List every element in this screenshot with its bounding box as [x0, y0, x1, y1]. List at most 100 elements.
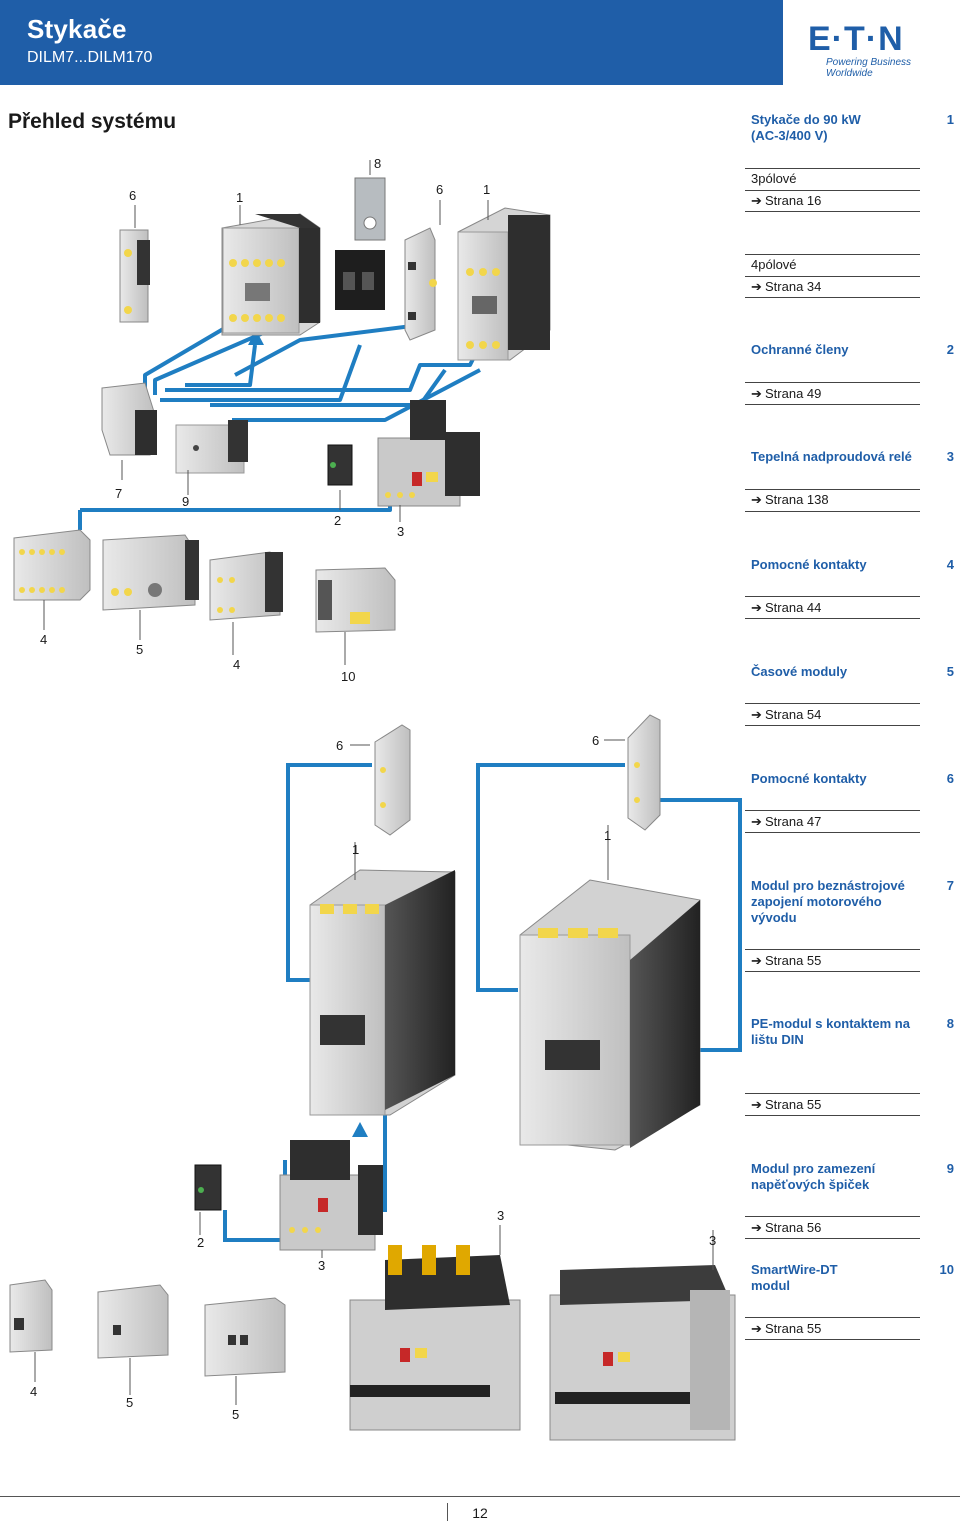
arrow-right-icon: ➔ [751, 814, 762, 829]
overload-relay-3 [377, 400, 480, 507]
header-bar [0, 0, 783, 85]
callout-1: 1 [236, 190, 244, 205]
logo-tagline: Powering Business Worldwide [826, 57, 912, 79]
divider [745, 703, 920, 704]
page-ref-link[interactable]: ➔Strana 47 [751, 814, 822, 829]
section-number-1: 1 [946, 112, 954, 127]
page-number: 12 [472, 1505, 488, 1521]
callout-9: 9 [182, 494, 190, 509]
surge-module-2 [327, 444, 353, 486]
divider [745, 511, 920, 512]
section-title-6: Pomocné kontakty [751, 771, 867, 786]
contactor-small-2 [457, 207, 551, 361]
motor-feeder-module [404, 227, 437, 341]
page-ref-link[interactable]: ➔Strana 56 [751, 1220, 822, 1235]
divider [745, 1115, 920, 1116]
contactor-small-1 [221, 213, 321, 336]
page-ref-link[interactable]: ➔Strana 55 [751, 953, 822, 968]
section-number-3: 3 [946, 449, 954, 464]
section-number-9: 9 [946, 1161, 954, 1176]
aux-contact-side-1 [119, 229, 150, 323]
aux-block-4c [9, 1279, 53, 1353]
section-title-4: Pomocné kontakty [751, 557, 867, 572]
smartwire-module-10 [315, 567, 396, 633]
section-title-2: Ochranné členy [751, 342, 849, 357]
callout-2: 2 [334, 513, 342, 528]
callout-2: 2 [197, 1235, 205, 1250]
divider [745, 1216, 920, 1217]
divider [745, 211, 920, 212]
section-title-1: Stykače do 90 kW(AC-3/400 V) [751, 112, 861, 143]
page-ref-link[interactable]: ➔Strana 16 [751, 193, 822, 208]
callout-6: 6 [129, 188, 137, 203]
callout-3: 3 [497, 1208, 505, 1223]
divider [745, 832, 920, 833]
page-ref-link[interactable]: ➔Strana 54 [751, 707, 822, 722]
callout-1: 1 [483, 182, 491, 197]
arrow-right-icon: ➔ [751, 600, 762, 615]
callout-7: 7 [115, 486, 123, 501]
document-title: Stykače [27, 14, 127, 44]
overload-relay-small [279, 1140, 383, 1251]
arrow-right-icon: ➔ [751, 953, 762, 968]
callout-4: 4 [30, 1384, 38, 1399]
arrow-right-icon: ➔ [751, 386, 762, 401]
divider [745, 489, 920, 490]
logo-area [783, 0, 960, 85]
divider [745, 1317, 920, 1318]
divider [745, 810, 920, 811]
callout-6: 6 [336, 738, 344, 753]
page-number-marker [447, 1503, 448, 1521]
footer-divider [0, 1496, 960, 1497]
divider [745, 596, 920, 597]
surge-module-9b [194, 1164, 222, 1211]
arrow-right-icon: ➔ [751, 193, 762, 208]
overload-relay-xlarge [549, 1265, 736, 1441]
aux-block-5c [204, 1297, 286, 1377]
leader-lines [34, 160, 714, 1405]
divider [745, 297, 920, 298]
module-motor-feeder-7 [101, 382, 157, 456]
section-number-7: 7 [946, 878, 954, 893]
section-number-5: 5 [946, 664, 954, 679]
callout-4: 4 [233, 657, 241, 672]
eaton-logo: E·T·N [808, 20, 904, 58]
arrow-right-icon: ➔ [751, 492, 762, 507]
callout-10: 10 [341, 669, 356, 684]
aux-block-5b [97, 1284, 169, 1359]
divider [745, 254, 920, 255]
module-9 [175, 420, 248, 474]
divider [745, 618, 920, 619]
variant-3pole: 3pólové [751, 171, 797, 186]
page-ref-link[interactable]: ➔Strana 34 [751, 279, 822, 294]
section-title-5: Časové moduly [751, 664, 848, 679]
divider [745, 276, 920, 277]
page-ref-link[interactable]: ➔Strana 55 [751, 1097, 822, 1112]
page-ref-link[interactable]: ➔Strana 44 [751, 600, 822, 615]
aux-contact-side-6a [374, 724, 411, 836]
callout-5: 5 [232, 1407, 240, 1422]
timer-module-5 [102, 534, 199, 611]
divider [745, 168, 920, 169]
page-ref-link[interactable]: ➔Strana 49 [751, 386, 822, 401]
divider [745, 971, 920, 972]
section-number-4: 4 [946, 557, 954, 572]
divider [745, 190, 920, 191]
arrow-right-icon: ➔ [751, 279, 762, 294]
arrow-right-icon: ➔ [751, 1097, 762, 1112]
contactor-large-1 [309, 869, 456, 1116]
overload-relay-large [349, 1245, 521, 1431]
callout-3: 3 [397, 524, 405, 539]
callout-6: 6 [436, 182, 444, 197]
callout-4: 4 [40, 632, 48, 647]
page-heading: Přehled systému [8, 110, 177, 133]
callout-5: 5 [136, 642, 144, 657]
page-ref-link[interactable]: ➔Strana 138 [751, 492, 829, 507]
aux-block-4b [209, 551, 283, 621]
page-ref-link[interactable]: ➔Strana 55 [751, 1321, 822, 1336]
divider [745, 404, 920, 405]
callout-1: 1 [352, 842, 360, 857]
divider [745, 1238, 920, 1239]
